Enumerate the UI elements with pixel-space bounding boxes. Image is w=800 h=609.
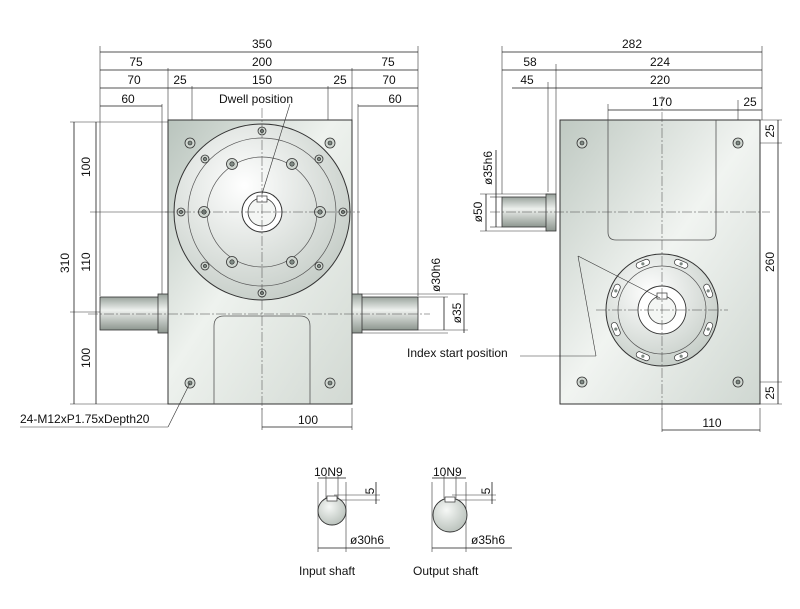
input-shaft-key	[326, 495, 338, 502]
output-shaft-key	[444, 496, 456, 503]
dim-75-right: 75	[381, 55, 395, 69]
front-shaft-dia-dims: ø30h6 ø35	[362, 258, 468, 334]
side-vertical-dims: 25 260 25 ø50 ø35h6	[471, 120, 779, 404]
flange-slot-dot	[641, 262, 645, 266]
dim-60-right: 60	[388, 92, 402, 106]
output-shaft-section: 10N9 5 ø35h6 Output shaft	[413, 465, 512, 578]
flange-slot-dot	[706, 327, 710, 331]
dim-25-side-top: 25	[743, 95, 757, 109]
dim-25-b: 25	[333, 73, 347, 87]
flange-slot-dot	[706, 289, 710, 293]
tapped-hole-label: 24-M12xP1.75xDepth20	[20, 412, 150, 426]
side-shaft-collar	[545, 193, 557, 232]
dim-200: 200	[252, 55, 272, 69]
flange-slot-dot	[641, 354, 645, 358]
side-center-lines	[490, 96, 770, 412]
output-shaft-label: Output shaft	[413, 564, 479, 578]
dim-70-right: 70	[382, 73, 396, 87]
front-horizontal-dims	[100, 51, 418, 428]
dim-side-flange-50: ø50	[471, 201, 485, 222]
input-shaft-dia: ø30h6	[350, 533, 384, 547]
front-right-shaft-collar	[351, 293, 363, 334]
side-flange-slots	[610, 258, 714, 362]
dim-75-left: 75	[129, 55, 143, 69]
front-vertical-dims	[73, 122, 97, 404]
front-left-shaft	[99, 296, 169, 331]
dim-150: 150	[252, 73, 272, 87]
dim-58: 58	[523, 55, 537, 69]
front-vertical-dim-text: 310 100 110 100	[58, 157, 93, 368]
dim-70-left: 70	[127, 73, 141, 87]
dim-110-side: 110	[702, 416, 721, 430]
output-key-depth: 5	[479, 487, 493, 494]
dim-100-bottom-left: 100	[79, 348, 93, 368]
dim-350: 350	[252, 37, 272, 51]
dim-110: 110	[79, 252, 93, 271]
input-key-depth: 5	[363, 487, 377, 494]
front-disc-bolts	[176, 126, 348, 298]
dim-100-bottom: 100	[298, 413, 318, 427]
output-shaft-circle	[432, 497, 468, 533]
output-shaft-dia: ø35h6	[471, 533, 505, 547]
dim-25-a: 25	[173, 73, 187, 87]
dim-60-left: 60	[121, 92, 135, 106]
input-shaft-section: 10N9 5 ø30h6 Input shaft	[299, 465, 390, 578]
dim-260: 260	[763, 252, 777, 272]
index-start-label: Index start position	[407, 346, 508, 360]
tapped-leader	[167, 382, 191, 428]
flange-slot-dot	[614, 289, 618, 293]
dim-100-top: 100	[79, 157, 93, 177]
front-center-lines	[88, 108, 430, 412]
front-view: 350 75 200 75 70 25 150 25 70 60 60 100 …	[20, 37, 468, 430]
front-right-shaft	[351, 296, 419, 331]
flange-slot-dot	[679, 354, 683, 358]
side-horizontal-dim-text: 282 58 224 45 220 170 25 110	[520, 37, 757, 430]
dwell-leader	[261, 103, 291, 195]
dim-25-side-right-bottom: 25	[763, 386, 777, 400]
flange-slot-dot	[614, 327, 618, 331]
dim-45: 45	[520, 73, 534, 87]
side-horizontal-dims	[502, 51, 762, 431]
side-view: 282 58 224 45 220 170 25 110 25 260 25 ø…	[407, 37, 782, 432]
front-left-shaft-collar	[157, 293, 169, 334]
input-key-width: 10N9	[314, 465, 343, 479]
dim-front-shaft-35: ø35	[450, 302, 464, 323]
dim-310: 310	[58, 253, 72, 273]
dim-side-shaft-35: ø35h6	[481, 151, 495, 185]
dim-282: 282	[622, 37, 642, 51]
front-horizontal-dim-text: 350 75 200 75 70 25 150 25 70 60 60 100	[121, 37, 402, 427]
dim-224: 224	[650, 55, 670, 69]
input-shaft-label: Input shaft	[299, 564, 356, 578]
side-extension-lines	[480, 46, 782, 432]
dim-front-shaft-30: ø30h6	[429, 258, 443, 292]
dim-220: 220	[650, 73, 670, 87]
dim-25-side-right-top: 25	[763, 124, 777, 138]
output-key-width: 10N9	[433, 465, 462, 479]
flange-slot-dot	[679, 262, 683, 266]
side-corner-holes	[576, 137, 744, 388]
dwell-position-label: Dwell position	[219, 92, 293, 106]
